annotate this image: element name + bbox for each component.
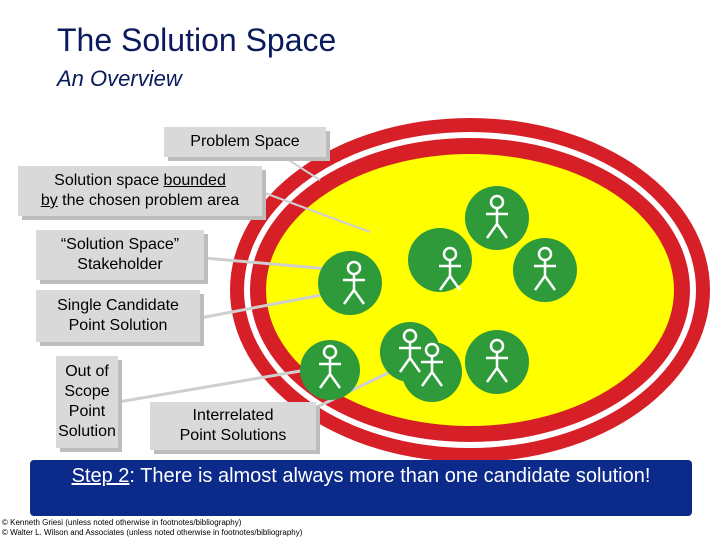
page-title: The Solution Space (57, 22, 337, 58)
stakeholder-figure-icon (342, 260, 366, 305)
stakeholder-figure-icon (533, 246, 557, 291)
stakeholder-figure-icon (318, 344, 342, 389)
interrelated-line2: Point Solutions (179, 427, 287, 444)
leader-out-of-scope (117, 366, 319, 404)
leader-bounded (261, 191, 371, 233)
step-message: : There is almost always more than one c… (129, 465, 651, 487)
problem-space-label: Problem Space (164, 127, 326, 157)
stakeholder-figure-icon (485, 194, 509, 239)
step-banner: Step 2: There is almost always more than… (30, 460, 692, 516)
solution-space-area (266, 154, 674, 426)
stakeholder-figure-icon (485, 338, 509, 383)
bounded-callout: Solution space bounded by the chosen pro… (18, 166, 262, 216)
single-candidate-line2: Point Solution (68, 317, 168, 334)
page-subtitle: An Overview (57, 66, 182, 91)
footer-copyright-1: © Kenneth Griesi (unless noted otherwise… (2, 518, 242, 527)
bounded-text-underlined-1: bounded (163, 172, 226, 189)
step-label: Step 2 (71, 465, 130, 487)
stakeholder-figure-icon (398, 328, 422, 373)
interrelated-callout: Interrelated Point Solutions (150, 402, 316, 450)
out-of-scope-line2: Scope (64, 383, 110, 400)
stakeholder-label-line1: “Solution Space” (60, 236, 180, 253)
single-candidate-callout: Single Candidate Point Solution (36, 290, 200, 342)
single-candidate-line1: Single Candidate (57, 297, 179, 314)
stakeholder-figure-icon (438, 246, 462, 291)
stakeholder-figure-icon (420, 342, 444, 387)
bounded-text-underlined-2: by (40, 192, 58, 209)
candidate-solution-circle (408, 228, 472, 292)
bounded-text-post: the chosen problem area (57, 192, 240, 209)
out-of-scope-line4: Solution (58, 423, 116, 440)
bounded-text-pre: Solution space (54, 172, 164, 189)
problem-space-text: Problem Space (190, 133, 300, 150)
single-candidate-circle (318, 251, 382, 315)
interrelated-line1: Interrelated (192, 407, 274, 424)
leader-stakeholder (203, 256, 341, 272)
out-of-scope-callout: Out of Scope Point Solution (56, 356, 118, 448)
footer-copyright-2: © Walter L. Wilson and Associates (unles… (2, 528, 303, 537)
out-of-scope-line1: Out of (65, 363, 109, 380)
stakeholder-callout: “Solution Space” Stakeholder (36, 230, 204, 280)
out-of-scope-line3: Point (68, 403, 106, 420)
stakeholder-label-line2: Stakeholder (77, 256, 163, 273)
